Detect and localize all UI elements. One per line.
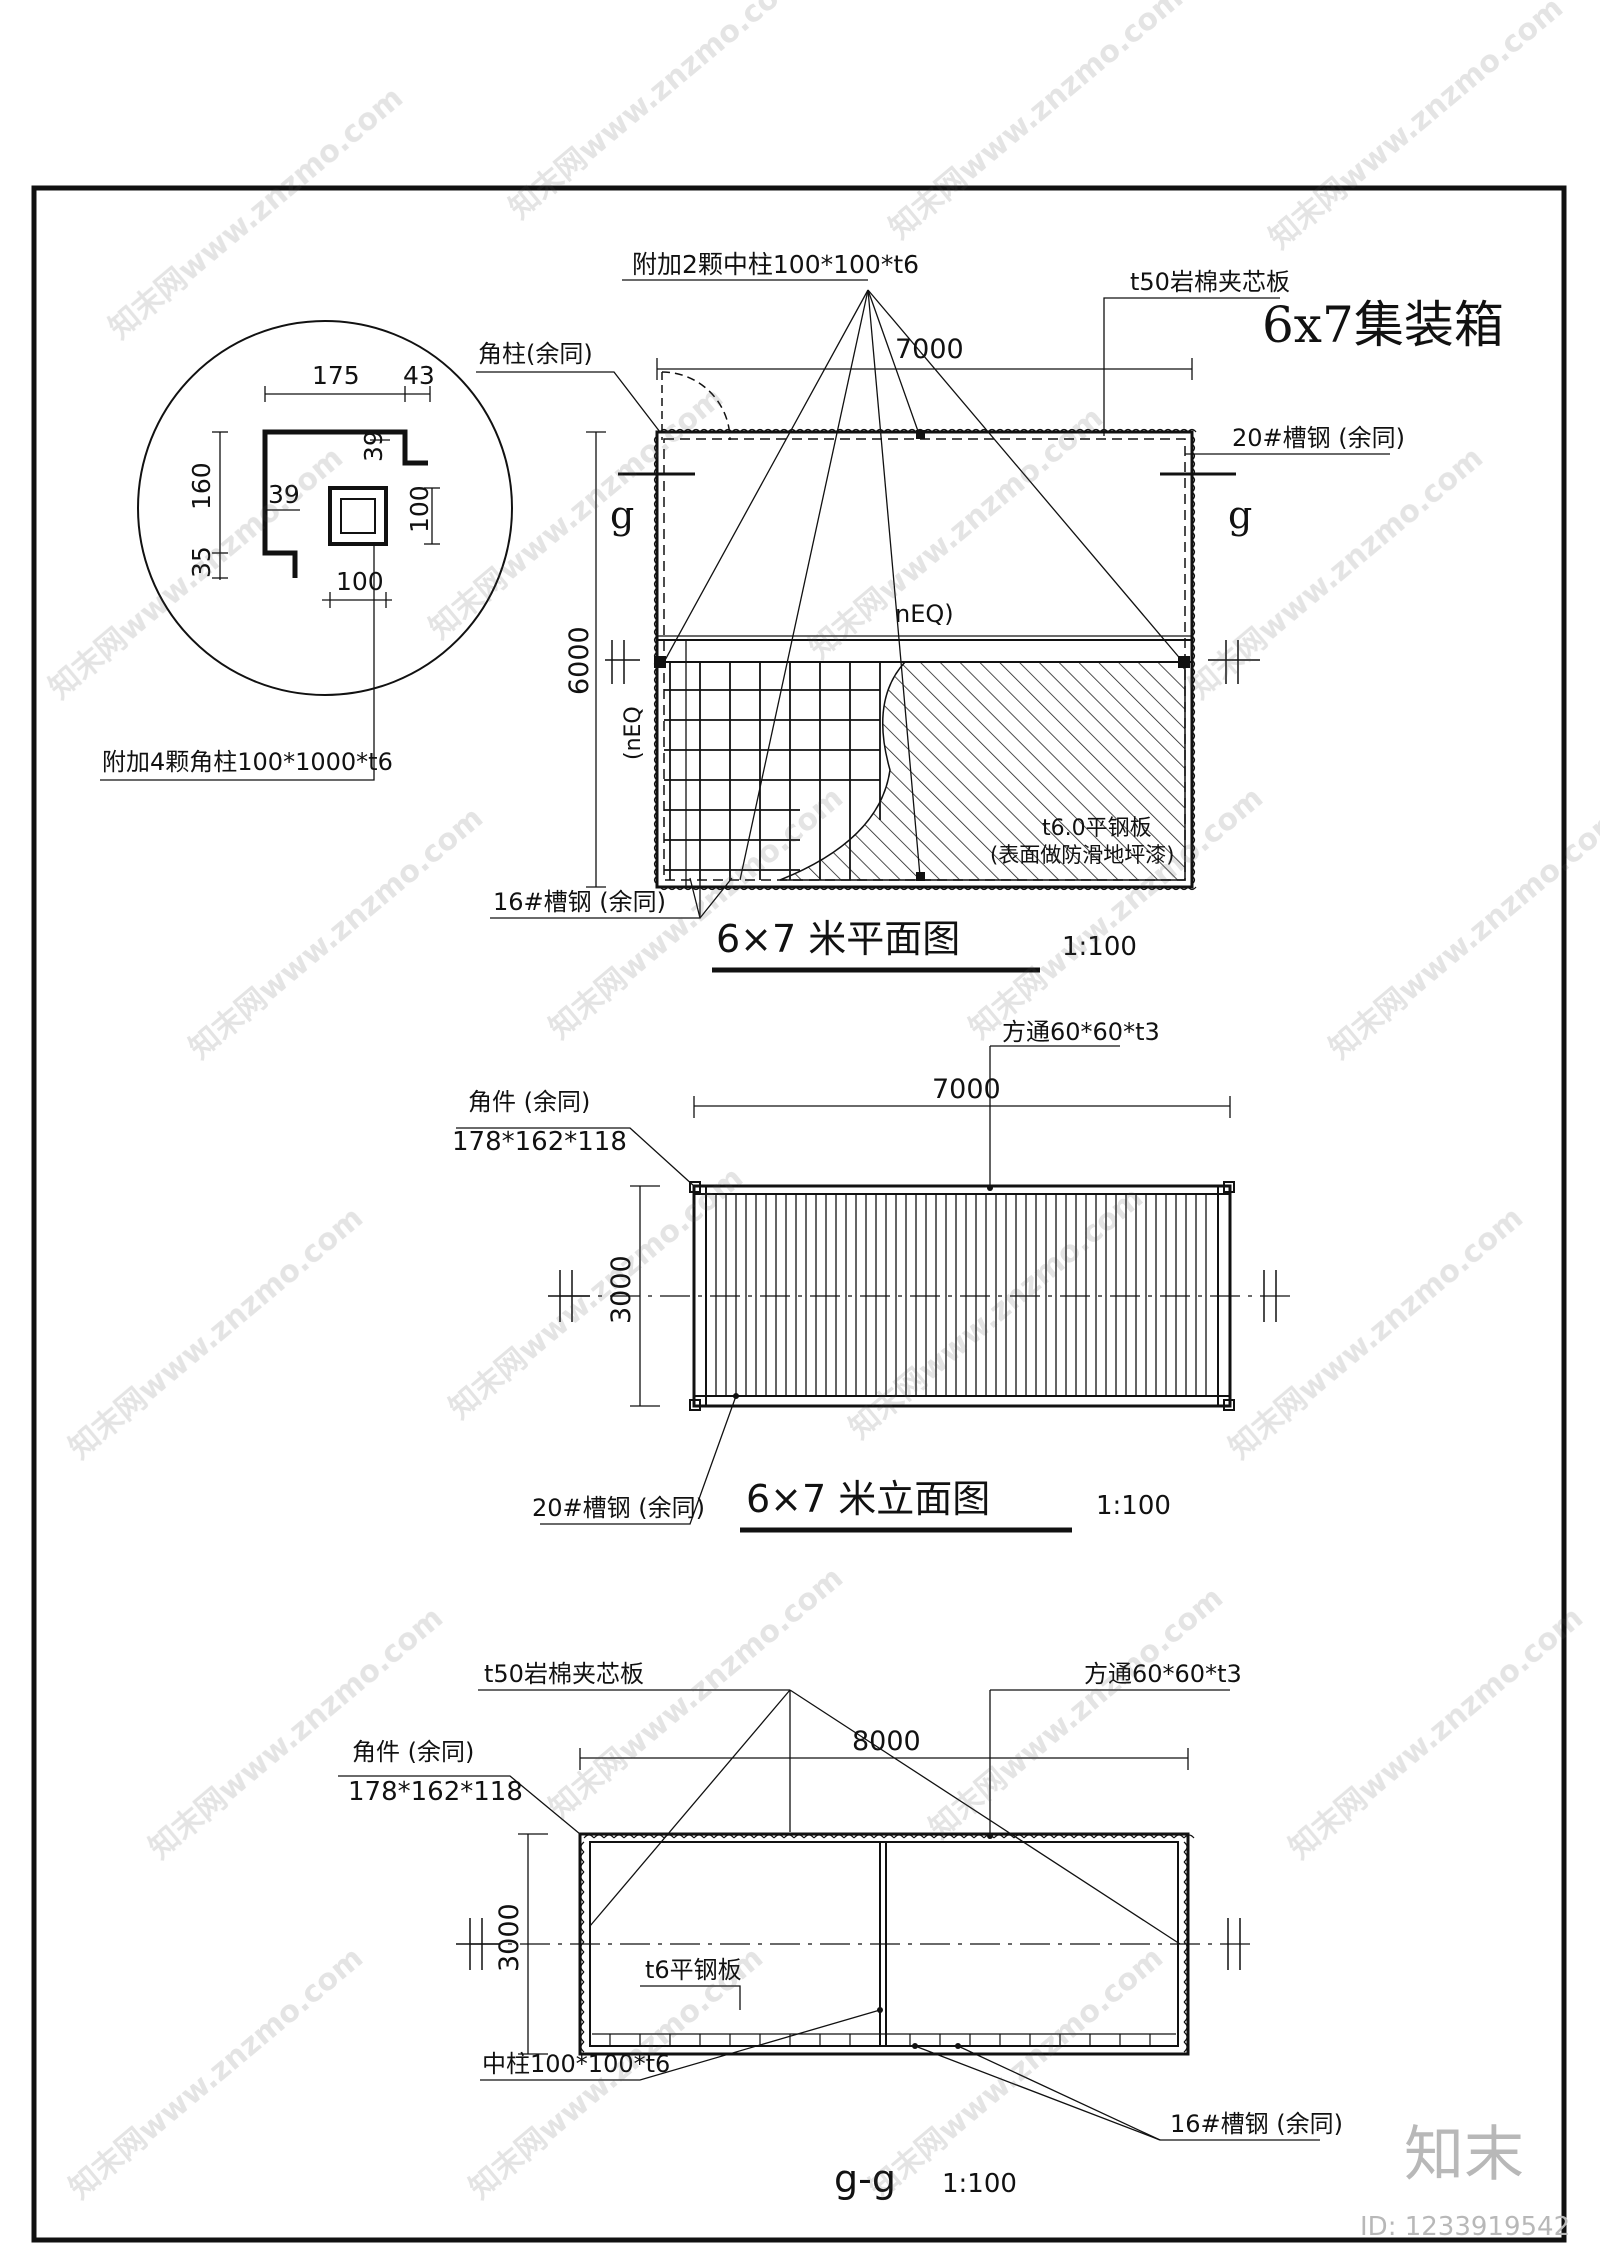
plan-height-dim: 6000: [564, 626, 595, 695]
dim-100-bottom: 100: [336, 567, 384, 596]
dim-35: 35: [187, 546, 216, 578]
plan-view: 附加2颗中柱100*100*t6 t50岩棉夹芯板 角柱(余同) 20#槽钢 (…: [476, 250, 1405, 973]
plan-neq-vertical-label: (nEQ: [621, 706, 646, 760]
dim-175: 175: [312, 361, 360, 390]
section-mark-left: g: [610, 493, 634, 537]
drawing-title: 6x7集装箱: [1262, 296, 1504, 354]
elev-channel20-label: 20#槽钢 (余同): [532, 1494, 705, 1522]
dim-39-top: 39: [359, 430, 388, 462]
watermark-text: 知末网www.znzmo.com: [443, 1160, 750, 1426]
elev-height-dim: 3000: [606, 1255, 637, 1324]
plan-scale: 1:100: [1062, 932, 1137, 962]
elev-title: 6×7 米立面图: [746, 1477, 990, 1521]
corner-post-detail: 175 43 160 39 39 100 35 100 附加4颗角柱100*10…: [100, 320, 513, 781]
watermark-id: ID: 1233919542: [1360, 2212, 1570, 2242]
watermark-text: 知末网www.znzmo.com: [923, 1580, 1230, 1846]
plan-width-dim: 7000: [895, 334, 964, 365]
sect-panel-label: t50岩棉夹芯板: [484, 1660, 644, 1688]
watermark-text: 知末网www.znzmo.com: [883, 0, 1190, 246]
sect-width-dim: 8000: [852, 1726, 921, 1757]
elev-scale: 1:100: [1096, 1491, 1171, 1521]
elev-tube-label: 方通60*60*t3: [1002, 1018, 1160, 1046]
watermark-text: 知末网www.znzmo.com: [1323, 800, 1600, 1066]
section-corrugation: [580, 1834, 1195, 2053]
plan-mid-column-label: 附加2颗中柱100*100*t6: [632, 250, 919, 279]
watermark-brand: 知末: [1404, 2120, 1524, 2190]
watermark-text: 知末网www.znzmo.com: [143, 1600, 450, 1866]
watermark-text: 知末网www.znzmo.com: [1183, 440, 1490, 706]
sheet-frame: [31, 185, 1567, 2243]
sect-tube-label: 方通60*60*t3: [1084, 1660, 1242, 1688]
sect-corner-piece-label: 角件 (余同): [352, 1738, 474, 1766]
elev-corner-piece-label: 角件 (余同): [468, 1088, 590, 1116]
plan-panel-label: t50岩棉夹芯板: [1130, 268, 1290, 296]
elev-width-dim: 7000: [932, 1074, 1001, 1105]
corner-post-callout: 附加4颗角柱100*1000*t6: [102, 748, 393, 776]
plan-title: 6×7 米平面图: [716, 917, 960, 961]
sect-corner-size-label: 178*162*118: [348, 1777, 523, 1807]
section-mark-right: g: [1228, 493, 1252, 537]
watermark-text: 知末网www.znzmo.com: [1263, 0, 1570, 256]
plan-channel16-label: 16#槽钢 (余同): [493, 888, 666, 916]
dim-39-left: 39: [268, 480, 300, 509]
sect-height-dim: 3000: [494, 1903, 525, 1972]
elevation-view: 方通60*60*t3 角件 (余同) 178*162*118 20#槽钢 (余同…: [452, 1018, 1290, 1533]
watermark-text: 知末网www.znzmo.com: [103, 80, 410, 346]
dim-43: 43: [403, 361, 435, 390]
plan-corner-post-label: 角柱(余同): [478, 340, 593, 368]
plan-neq-label: nEQ): [895, 600, 954, 628]
watermark-text: 知末网www.znzmo.com: [63, 1200, 370, 1466]
watermark-text: 知末网www.znzmo.com: [1283, 1600, 1590, 1866]
watermark-text: 知末网www.znzmo.com: [863, 1940, 1170, 2206]
dim-160: 160: [187, 462, 216, 510]
plan-channel20-label: 20#槽钢 (余同): [1232, 424, 1405, 452]
plan-floor-note-label: (表面做防滑地坪漆): [990, 843, 1174, 867]
section-view: t50岩棉夹芯板 方通60*60*t3 角件 (余同) 178*162*118 …: [338, 1660, 1343, 2201]
elev-corner-size-label: 178*162*118: [452, 1127, 627, 1157]
dim-100-tube: 100: [405, 485, 434, 533]
watermark-text: 知末网www.znzmo.com: [543, 1560, 850, 1826]
watermark-text: 知末网www.znzmo.com: [63, 1940, 370, 2206]
sect-title: g-g: [834, 2157, 896, 2201]
sect-channel16-label: 16#槽钢 (余同): [1170, 2110, 1343, 2138]
sect-mid-column-label: 中柱100*100*t6: [482, 2050, 670, 2078]
watermark-text: 知末网www.znzmo.com: [503, 0, 810, 226]
plan-floor-plate-label: t6.0平钢板: [1042, 816, 1152, 841]
watermark-text: 知末网www.znzmo.com: [423, 380, 730, 646]
watermark-text: 知末网www.znzmo.com: [183, 800, 490, 1066]
watermark-text: 知末网www.znzmo.com: [803, 400, 1110, 666]
watermark-text: 知末网www.znzmo.com: [1223, 1200, 1530, 1466]
sect-scale: 1:100: [942, 2169, 1017, 2199]
sect-floor-plate-label: t6平钢板: [645, 1956, 742, 1984]
